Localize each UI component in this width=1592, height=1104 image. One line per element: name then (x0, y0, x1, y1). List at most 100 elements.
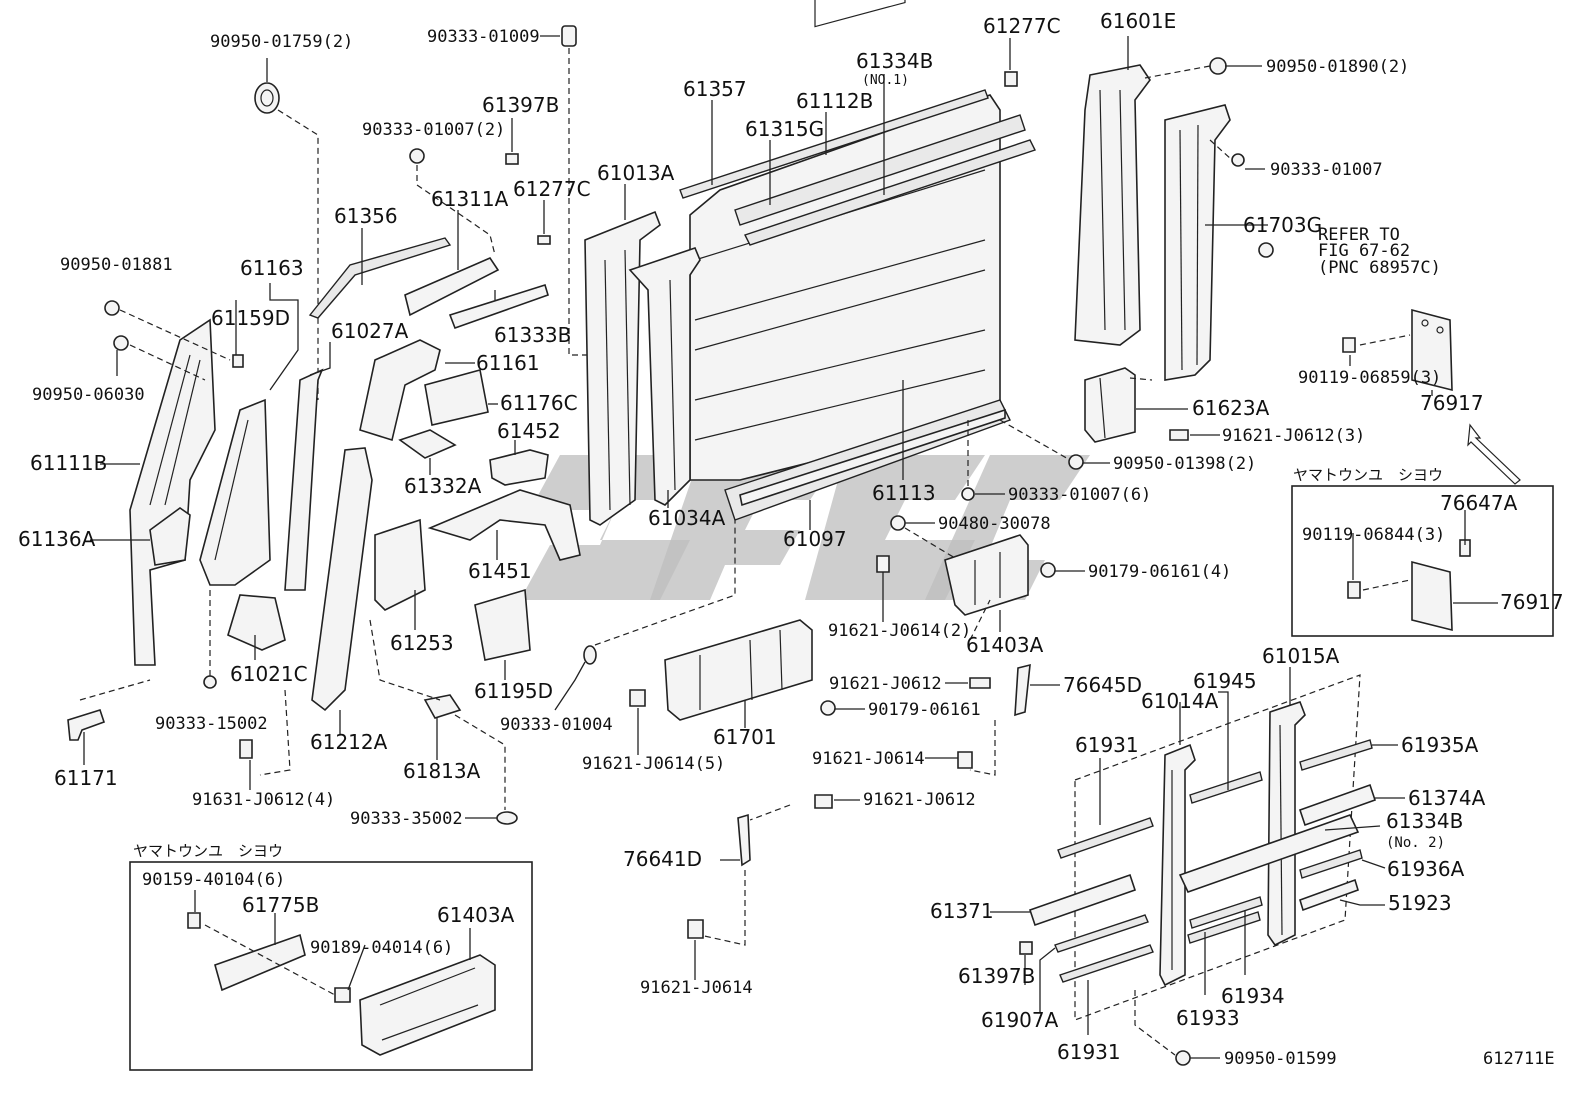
label-90179-06161-4: 90179-06161(4) (1088, 562, 1231, 582)
label-61176c: 61176C (500, 391, 578, 415)
rail-61334b (744, 139, 1036, 246)
arrow-to-inset (1467, 423, 1521, 485)
label-61021c: 61021C (230, 662, 308, 686)
label-61703g: 61703G (1243, 213, 1322, 237)
bolt-91621-j0614-a (957, 751, 973, 769)
plug-90333-01007-right (1231, 153, 1245, 167)
strip-61027a (284, 368, 324, 591)
plug-90333-01009 (561, 25, 577, 47)
label-61111b: 61111B (30, 451, 107, 475)
bolt-90950-06030 (113, 335, 129, 351)
label-61813a: 61813A (403, 759, 481, 783)
label-76647a: 76647A (1440, 491, 1518, 515)
arch-61451 (427, 489, 581, 561)
nut-90950-01599 (1175, 1050, 1191, 1066)
label-61097: 61097 (783, 527, 847, 551)
clip-61277c-top (1004, 71, 1018, 87)
label-90333-01007-6: 90333-01007(6) (1008, 485, 1151, 505)
label-61027a: 61027A (331, 319, 409, 343)
label-91621-j0614-a: 91621-J0614 (812, 749, 925, 769)
plug-90333-01007-6 (961, 487, 975, 501)
label-90333-01007-2: 90333-01007(2) (362, 120, 505, 140)
label-61034a: 61034A (648, 506, 726, 530)
nut-90950-01398 (1068, 454, 1084, 470)
pillar-61015a (1267, 700, 1306, 947)
strip-61945 (1189, 771, 1263, 804)
bolt-91621-j0614-5 (629, 689, 646, 707)
pillar-61601e (1074, 64, 1151, 346)
bolt-91621-j0612-3 (1169, 429, 1189, 441)
strip-61933 (1187, 911, 1261, 944)
label-61931-bottom: 61931 (1057, 1040, 1121, 1064)
label-61212a: 61212A (310, 730, 388, 754)
pillar-61111b (129, 318, 216, 666)
side-panel-61113 (689, 0, 1001, 481)
label-76917-inset: 76917 (1500, 590, 1564, 614)
mud-flap-76917-top (1411, 308, 1453, 392)
member-61212a (311, 447, 373, 712)
label-91631-j0612-4: 91631-J0612(4) (192, 790, 335, 810)
bracket-61403a (944, 534, 1029, 616)
label-61935a: 61935A (1401, 733, 1479, 757)
label-90119-06844: 90119-06844(3) (1302, 525, 1445, 545)
label-61161: 61161 (476, 351, 540, 375)
label-61112b: 61112B (796, 89, 873, 113)
label-61357: 61357 (683, 77, 747, 101)
label-61371: 61371 (930, 899, 994, 923)
bracket-61171 (67, 709, 106, 741)
label-61397b-top: 61397B (482, 93, 559, 117)
label-90333-01009: 90333-01009 (427, 27, 540, 47)
bolt-91621-j0614-2 (876, 555, 890, 573)
label-61332a: 61332A (404, 474, 482, 498)
rail-61357 (679, 89, 989, 199)
strip-61935a (1299, 739, 1373, 771)
label-61397b-bottom: 61397B (958, 964, 1035, 988)
label-pnc-68957c: (PNC 68957C) (1318, 258, 1441, 278)
bolt-90119-06859 (1342, 337, 1356, 353)
label-fig-67-62: FIG 67-62 (1318, 241, 1410, 261)
nut-90950-01890 (1209, 57, 1227, 75)
label-61253: 61253 (390, 631, 454, 655)
label-61451: 61451 (468, 559, 532, 583)
label-61934: 61934 (1221, 984, 1285, 1008)
brace-61161 (359, 339, 441, 442)
bolt-90950-01881 (104, 300, 120, 316)
pillar-61013a (584, 210, 661, 526)
label-90159-40104: 90159-40104(6) (142, 870, 285, 890)
clip-90480-30078 (890, 515, 906, 531)
strip-61931-bottom (1059, 944, 1154, 983)
pillar-61703g (1164, 104, 1231, 381)
label-90179-06161: 90179-06161 (868, 700, 981, 720)
bolt-91621-j0612-a (969, 677, 991, 689)
label-76645d: 76645D (1063, 673, 1142, 697)
label-61907a: 61907A (981, 1008, 1059, 1032)
arch-61452 (489, 449, 549, 486)
bracket-76641d (737, 813, 751, 867)
label-61403a: 61403A (966, 633, 1044, 657)
label-61014a: 61014A (1141, 689, 1219, 713)
label-61701: 61701 (713, 725, 777, 749)
figure-id: 612711E (1483, 1049, 1555, 1069)
label-61015a: 61015A (1262, 644, 1340, 668)
pillar-61034a (628, 247, 701, 506)
label-76641d: 76641D (623, 847, 702, 871)
label-61333b: 61333B (494, 323, 571, 347)
label-61452: 61452 (497, 419, 561, 443)
label-61933: 61933 (1176, 1006, 1240, 1030)
part-labels: 90950-01759(2) 90333-01009 61277C 61601E… (18, 9, 1564, 1069)
inset-box-yamato-flap (1291, 485, 1554, 637)
panel-61136a (149, 507, 191, 566)
pillar-61014a (1159, 743, 1196, 987)
crossmember-61701 (664, 619, 813, 721)
plug-90333-15002 (203, 675, 217, 689)
label-76917-top: 76917 (1420, 391, 1484, 415)
label-no1: (NO.1) (862, 73, 909, 88)
bolt-91631-j0612-4 (239, 739, 253, 759)
label-61403a-inset: 61403A (437, 903, 515, 927)
label-61163: 61163 (240, 256, 304, 280)
rail-51923 (1299, 878, 1359, 912)
label-91621-j0614-b: 91621-J0614 (640, 978, 753, 998)
rail-61311a (404, 256, 500, 317)
